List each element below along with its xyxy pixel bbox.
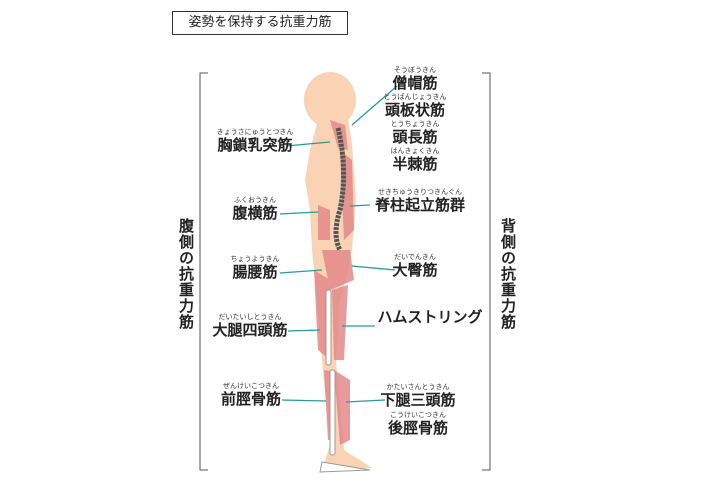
ruby: きょうさにゅうとつきん bbox=[216, 128, 294, 136]
leader-lines bbox=[279, 85, 398, 403]
muscle-name: ハムストリング bbox=[377, 308, 483, 326]
label-iliopsoas: ちょうようきん腸腰筋 bbox=[225, 255, 285, 281]
muscle-name: 大臀筋 bbox=[392, 261, 438, 279]
muscle-name: 半棘筋 bbox=[392, 155, 438, 173]
ruby: ふくおうきん bbox=[234, 196, 276, 204]
ruby: こうけいこつきん bbox=[390, 411, 446, 419]
label-semispinalis: はんきょくきん半棘筋 bbox=[385, 147, 445, 173]
label-hamstrings: ハムストリング bbox=[375, 309, 485, 326]
diagram-title: 姿勢を保持する抗重力筋 bbox=[172, 11, 348, 35]
ruby: かたいさんとうきん bbox=[386, 383, 450, 391]
ruby: ぜんけいこつきん bbox=[223, 382, 279, 390]
thigh-back-muscle bbox=[332, 285, 348, 360]
foot-bones bbox=[319, 461, 371, 473]
label-tibialis-anterior: ぜんけいこつきん前脛骨筋 bbox=[218, 382, 284, 408]
muscle-name: 大腿四頭筋 bbox=[212, 321, 288, 339]
muscle-name: 胸鎖乳突筋 bbox=[217, 136, 293, 154]
label-triceps-surae: かたいさんとうきん下腿三頭筋 bbox=[380, 383, 456, 409]
head bbox=[304, 72, 356, 128]
ruby: そうぼうきん bbox=[394, 66, 436, 74]
label-trapezius: そうぼうきん僧帽筋 bbox=[385, 66, 445, 92]
muscle-name: 下腿三頭筋 bbox=[380, 391, 456, 409]
muscles bbox=[314, 120, 354, 445]
front-bracket bbox=[199, 72, 208, 471]
label-quadriceps: だいたいしとうきん大腿四頭筋 bbox=[208, 313, 292, 339]
femur bbox=[325, 289, 332, 366]
label-gluteus-maximus: だいでんきん大臀筋 bbox=[385, 253, 445, 279]
ruby: せきちゅうきりつきんぐん bbox=[377, 188, 463, 196]
ruby: ちょうようきん bbox=[230, 255, 280, 263]
label-longus-capitis: とうちょうきん頭長筋 bbox=[385, 120, 445, 146]
abdominal-muscle bbox=[318, 205, 330, 240]
label-sternocleidomastoid: きょうさにゅうとつきん胸鎖乳突筋 bbox=[210, 128, 300, 154]
ruby: とうばんじょうきん bbox=[383, 93, 447, 101]
label-tibialis-posterior: こうけいこつきん後脛骨筋 bbox=[385, 411, 451, 437]
brackets bbox=[199, 72, 491, 471]
label-splenius-capitis: とうばんじょうきん頭板状筋 bbox=[378, 93, 452, 119]
muscle-name: 腹横筋 bbox=[232, 204, 278, 222]
muscle-name: 脊柱起立筋群 bbox=[374, 196, 465, 214]
ruby: はんきょくきん bbox=[390, 147, 440, 155]
muscle-name: 腸腰筋 bbox=[232, 263, 278, 281]
back-bracket bbox=[482, 72, 491, 471]
ruby: だいでんきん bbox=[394, 253, 436, 261]
spine bbox=[333, 127, 347, 252]
label-erector-spinae: せきちゅうきりつきんぐん脊柱起立筋群 bbox=[370, 188, 470, 214]
muscle-name: 僧帽筋 bbox=[392, 74, 438, 92]
ruby: だいたいしとうきん bbox=[218, 313, 282, 321]
skeleton bbox=[319, 127, 371, 473]
tibia bbox=[329, 369, 336, 456]
calf-muscle bbox=[334, 370, 350, 445]
label-transversus-abdominis: ふくおうきん腹横筋 bbox=[225, 196, 285, 222]
ruby: とうちょうきん bbox=[390, 120, 440, 128]
muscle-name: 頭長筋 bbox=[392, 128, 438, 146]
muscle-name: 後脛骨筋 bbox=[387, 419, 448, 437]
muscle-name: 前脛骨筋 bbox=[220, 390, 281, 408]
muscle-name: 頭板状筋 bbox=[384, 101, 445, 119]
front-side-label: 腹側の抗重力筋 bbox=[177, 218, 195, 330]
back-side-label: 背側の抗重力筋 bbox=[499, 218, 517, 330]
